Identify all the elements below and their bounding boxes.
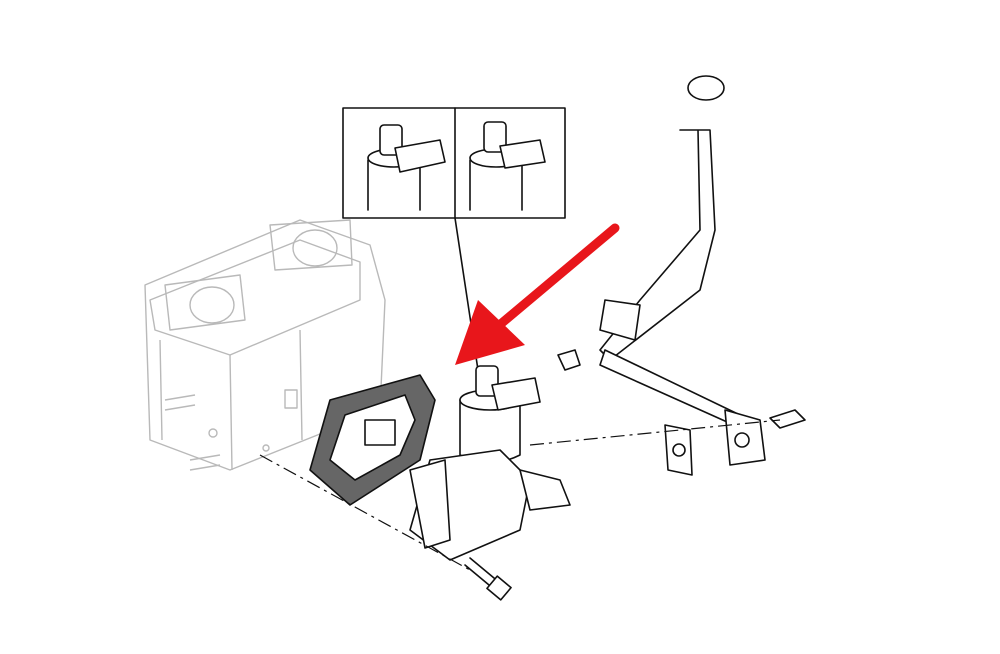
- egr-pipe: [557, 75, 806, 466]
- cylinder-head: [144, 219, 386, 471]
- bolt: [464, 557, 512, 601]
- assembly-line: [529, 419, 781, 446]
- inset-connector-variants: [342, 107, 566, 371]
- gasket: [309, 374, 436, 506]
- pipe-gasket: [664, 424, 693, 476]
- egr-valve: [409, 365, 571, 561]
- assembly-line: [259, 454, 471, 571]
- highlight-arrow: [455, 223, 620, 365]
